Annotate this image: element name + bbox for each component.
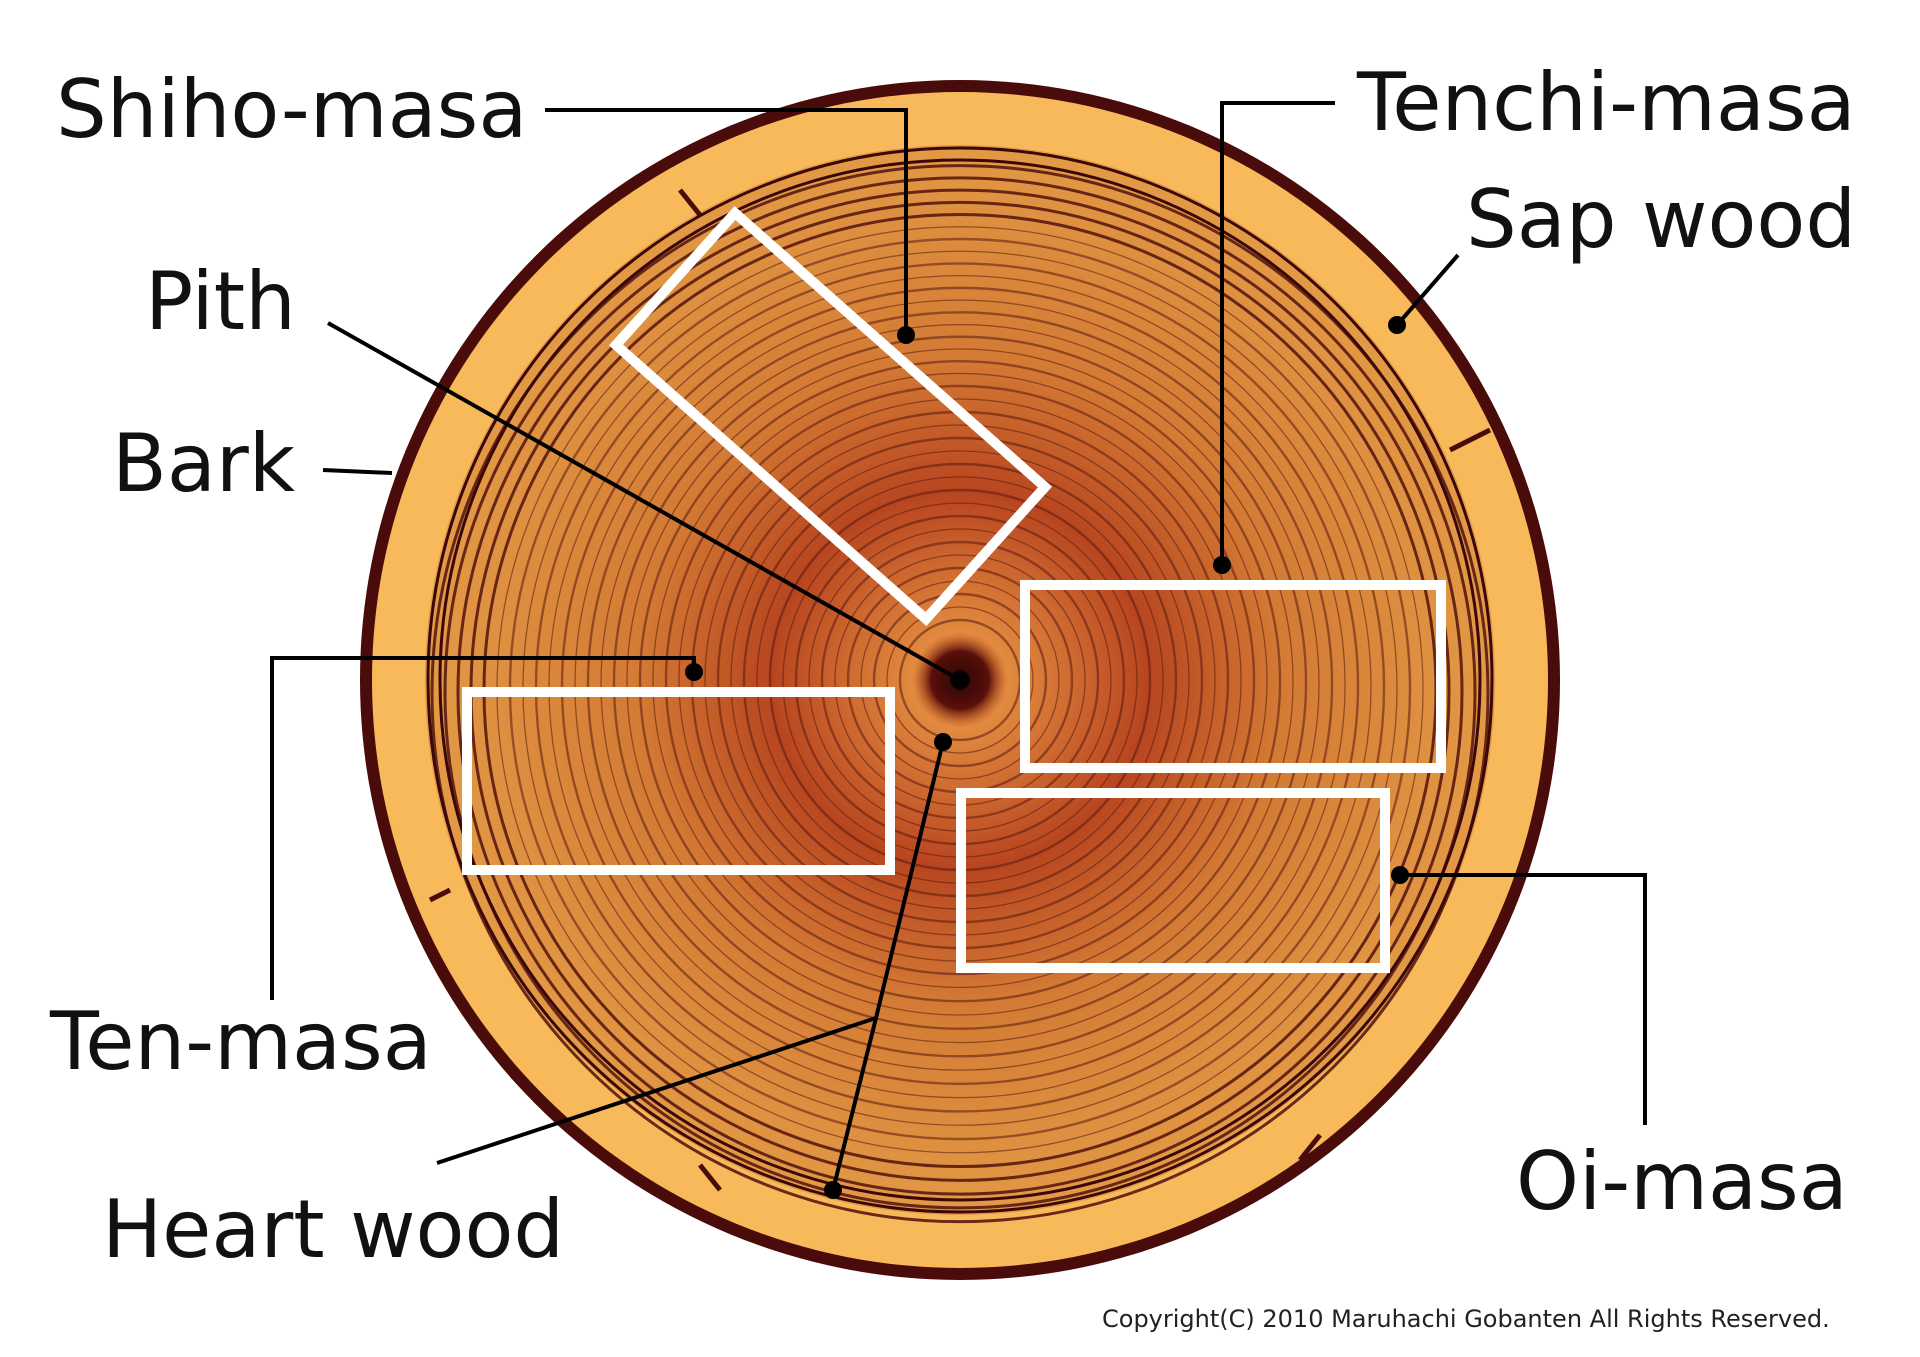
- annual-ring: [626, 348, 1294, 1016]
- annual-ring: [638, 360, 1282, 1003]
- shiho-masa-leader: [545, 108, 908, 335]
- label-ten-masa: Ten-masa: [50, 995, 432, 1088]
- ten-masa-cut: [462, 687, 895, 875]
- sap-wood-leader: [1395, 253, 1460, 327]
- heart-wood-leader-b: [831, 1017, 878, 1191]
- annual-ring: [430, 164, 1490, 1224]
- label-bark: Bark: [112, 417, 296, 510]
- annual-ring: [443, 176, 1477, 1210]
- shiho-masa-dot: [897, 326, 915, 344]
- copyright-notice: Copyright(C) 2010 Maruhachi Gobanten All…: [1102, 1305, 1830, 1333]
- heart-wood-dot-a: [934, 733, 952, 751]
- annual-ring: [548, 275, 1372, 1099]
- label-heart-wood: Heart wood: [102, 1183, 565, 1276]
- annual-ring: [664, 384, 1256, 976]
- annual-ring: [560, 286, 1360, 1086]
- annual-ring: [600, 323, 1320, 1044]
- annual-ring: [652, 372, 1268, 989]
- shiho-masa-cut: [608, 205, 1053, 627]
- pith-leader: [327, 321, 961, 682]
- label-shiho-masa: Shiho-masa: [56, 63, 528, 156]
- sap-wood-dot: [1388, 316, 1406, 334]
- cut-outlines: [462, 205, 1446, 973]
- label-pith: Pith: [145, 255, 296, 348]
- annual-ring: [586, 311, 1334, 1058]
- label-sap-wood: Sap wood: [1466, 173, 1857, 266]
- annual-ring: [574, 299, 1346, 1071]
- annual-ring: [456, 188, 1464, 1196]
- heart-wood-boundary-ring: [426, 146, 1494, 1214]
- leader-lines: [270, 101, 1647, 1191]
- label-tenchi-masa: Tenchi-masa: [1357, 56, 1856, 149]
- oi-masa-leader: [1400, 873, 1647, 1125]
- oi-masa-cut: [956, 788, 1390, 973]
- pith-dot: [951, 671, 969, 689]
- annual-ring: [872, 592, 1048, 768]
- tenchi-masa-dot: [1213, 556, 1231, 574]
- tenchi-masa-leader: [1220, 101, 1335, 565]
- leader-dots: [685, 316, 1409, 1199]
- bark-leader: [322, 468, 393, 475]
- oi-masa-dot: [1391, 866, 1409, 884]
- heart-wood-dot-b: [824, 1181, 842, 1199]
- tenchi-masa-cut: [1020, 580, 1446, 773]
- ten-masa-dot: [685, 663, 703, 681]
- label-oi-masa: Oi-masa: [1516, 1135, 1848, 1228]
- sap-wood-cracks: [428, 188, 1492, 1192]
- annual-ring: [886, 606, 1034, 754]
- annual-ring: [612, 335, 1308, 1030]
- heart-wood-boundary-ring: [438, 158, 1482, 1202]
